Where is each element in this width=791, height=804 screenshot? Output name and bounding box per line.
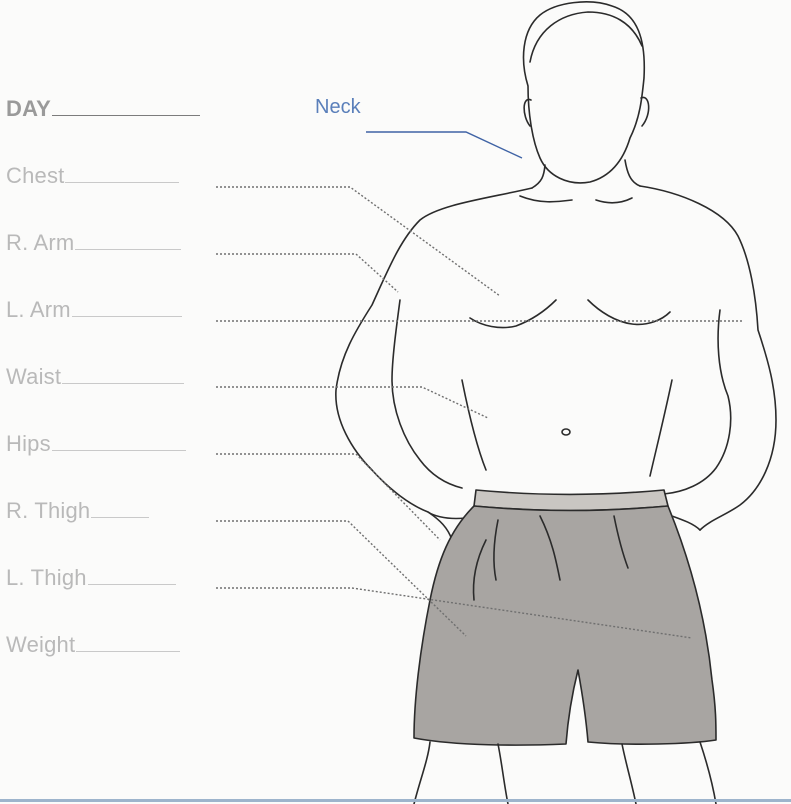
clavicles (520, 196, 632, 203)
torso-left-outline (336, 188, 532, 540)
chest-blank-line (65, 181, 179, 183)
navel (562, 429, 570, 435)
waist-label: Waist (6, 364, 61, 389)
measurement-row-l-arm: L. Arm (6, 297, 182, 323)
weight-blank-line (76, 650, 180, 652)
hips-label: Hips (6, 431, 51, 456)
measurement-row-hips: Hips (6, 431, 186, 457)
l-thigh-blank-line (88, 583, 176, 585)
torso-right-outline (640, 186, 776, 530)
waist-blank-line (62, 382, 184, 384)
leader-chest (216, 187, 500, 296)
measurement-row-r-thigh: R. Thigh (6, 498, 149, 524)
r-thigh-blank-line (91, 516, 149, 518)
chest-label: Chest (6, 163, 64, 188)
body-outline (336, 2, 776, 804)
measurement-row-l-thigh: L. Thigh (6, 565, 176, 591)
r-thigh-label: R. Thigh (6, 498, 90, 523)
leader-hips (216, 454, 440, 540)
head-outline (524, 2, 645, 183)
l-arm-label: L. Arm (6, 297, 71, 322)
pec-left (470, 300, 556, 328)
belly-left (462, 380, 486, 470)
belly-right (650, 380, 672, 476)
leader-r-arm (216, 254, 398, 292)
measurement-row-r-arm: R. Arm (6, 230, 181, 256)
hips-blank-line (52, 449, 186, 451)
l-thigh-label: L. Thigh (6, 565, 87, 590)
bottom-rule (0, 799, 791, 802)
right-leg (622, 742, 716, 804)
day-blank-line (52, 114, 200, 116)
weight-label: Weight (6, 632, 75, 657)
day-label: DAY (6, 96, 51, 121)
l-arm-blank-line (72, 315, 182, 317)
measurement-row-waist: Waist (6, 364, 184, 390)
leader-waist (216, 387, 488, 418)
neck-label: Neck (315, 96, 361, 119)
r-arm-blank-line (75, 248, 181, 250)
shorts (414, 506, 716, 745)
right-inner-arm (664, 310, 731, 494)
r-arm-label: R. Arm (6, 230, 74, 255)
neck-pointer-line (366, 132, 522, 158)
measurement-row-weight: Weight (6, 632, 180, 658)
day-field: DAY (6, 96, 200, 122)
left-inner-arm (392, 300, 462, 488)
right-ear (641, 97, 649, 126)
left-leg (414, 742, 508, 804)
measurement-row-chest: Chest (6, 163, 179, 189)
